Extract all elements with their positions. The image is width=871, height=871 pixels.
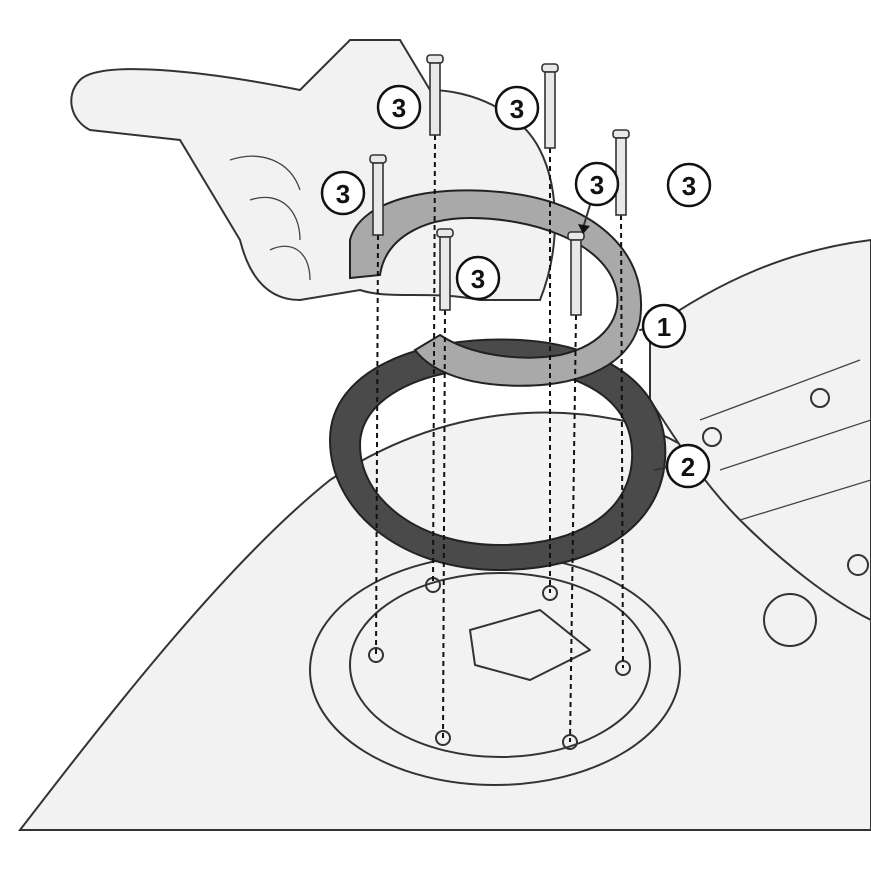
svg-text:3: 3	[682, 171, 696, 201]
svg-text:1: 1	[657, 312, 671, 342]
callout-part-3: 3	[574, 161, 620, 207]
bolt-head	[810, 388, 830, 408]
svg-text:3: 3	[510, 94, 524, 124]
steering-nut	[763, 593, 817, 647]
screw	[426, 54, 444, 136]
callout-part-3: 3	[494, 85, 540, 131]
screw	[567, 231, 585, 316]
callout-arrow	[582, 204, 591, 229]
callout-part-1: 1	[641, 303, 687, 349]
callout-part-3: 3	[666, 162, 712, 208]
screw	[541, 63, 559, 149]
bolt-head	[702, 427, 722, 447]
callout-part-3: 3	[320, 170, 366, 216]
svg-text:3: 3	[471, 264, 485, 294]
screw	[369, 154, 387, 236]
callout-part-2: 2	[665, 443, 711, 489]
screws	[369, 54, 630, 316]
callout-part-3: 3	[376, 84, 422, 130]
filler-inner-ring	[349, 572, 651, 758]
frame-detail-lines	[699, 359, 871, 521]
svg-text:2: 2	[681, 452, 695, 482]
svg-text:3: 3	[590, 170, 604, 200]
arrow-head-icon	[578, 224, 590, 234]
fuel-cap-flap	[469, 609, 591, 681]
lever-detail-lines	[229, 155, 311, 281]
alignment-lines	[375, 134, 624, 743]
bolt-head	[847, 554, 869, 576]
svg-text:3: 3	[392, 93, 406, 123]
callout-part-3: 3	[455, 255, 501, 301]
svg-text:3: 3	[336, 179, 350, 209]
screw	[436, 228, 454, 311]
